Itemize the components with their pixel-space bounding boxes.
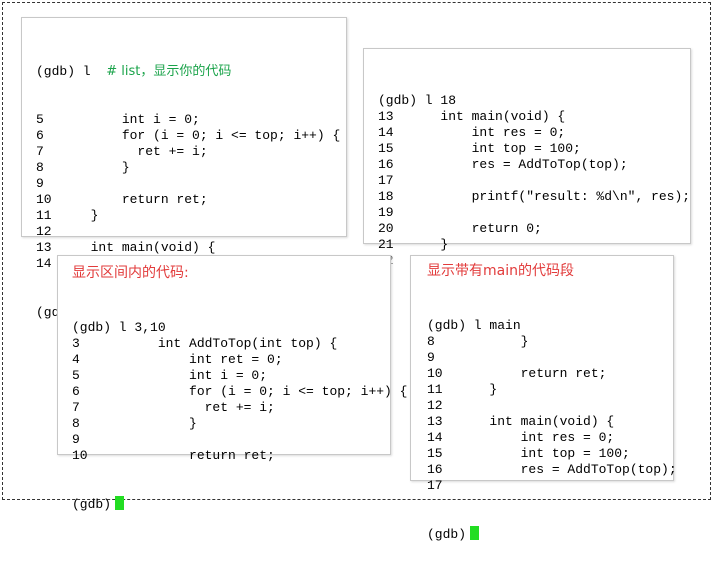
figure-frame: (gdb) l # list，显示你的代码 5 int i = 0;6 for … (2, 2, 711, 542)
cursor-icon[interactable] (115, 496, 125, 510)
gdb-prompt: (gdb) (72, 497, 112, 512)
code-line: 6 for (i = 0; i <= top; i++) { (72, 384, 408, 399)
code-line: 5 int i = 0; (72, 368, 268, 383)
code-line: 9 (427, 350, 435, 365)
code-line: 7 ret += i; (36, 144, 208, 159)
code-line: 15 int top = 100; (427, 446, 630, 461)
code-line: 13 int main(void) { (36, 240, 216, 255)
panel-caption: 显示区间内的代码: (72, 265, 189, 281)
code-line: 10 return ret; (36, 192, 208, 207)
code-block: (gdb) l # list，显示你的代码 5 int i = 0;6 for … (36, 32, 340, 352)
code-line: 16 res = AddToTop(top); (427, 462, 677, 477)
code-line: 13 int main(void) { (378, 109, 566, 124)
code-line: 10 return ret; (72, 448, 275, 463)
gdb-command: (gdb) l (36, 64, 91, 79)
code-line: 10 return ret; (427, 366, 607, 381)
gdb-prompt: (gdb) (427, 527, 467, 542)
comment-text: # list，显示你的代码 (106, 64, 232, 79)
code-line: 3 int AddToTop(int top) { (72, 336, 338, 351)
code-line: 6 for (i = 0; i <= top; i++) { (36, 128, 341, 143)
code-line: 14 int res = 0; (378, 125, 566, 140)
code-line: 14 int res = 0; (427, 430, 615, 445)
cursor-icon[interactable] (470, 526, 480, 540)
code-line: 19 (378, 205, 394, 220)
prompt-line-last: (gdb) (72, 496, 407, 512)
code-line: 9 (72, 432, 80, 447)
code-line: 15 int top = 100; (378, 141, 581, 156)
code-line: 9 (36, 176, 44, 191)
code-line: 18 printf("result: %d\n", res); (378, 189, 691, 204)
code-line: 5 int i = 0; (36, 112, 200, 127)
code-line: 12 (427, 398, 443, 413)
code-line: 11 } (36, 208, 99, 223)
panel-caption: 显示带有main的代码段 (427, 263, 574, 279)
code-line: 12 (36, 224, 52, 239)
code-line: 7 ret += i; (72, 400, 275, 415)
code-line: 20 return 0; (378, 221, 542, 236)
code-line: 21 } (378, 237, 449, 252)
code-line: 11 } (427, 382, 498, 397)
code-lines: 5 int i = 0;6 for (i = 0; i <= top; i++)… (36, 112, 340, 272)
terminal-panel-list: (gdb) l # list，显示你的代码 5 int i = 0;6 for … (21, 17, 347, 320)
code-line: (gdb) l 3,10 (72, 320, 166, 335)
code-line: 4 int ret = 0; (72, 352, 283, 367)
code-line: 8 } (427, 334, 529, 349)
code-line: 17 (427, 478, 443, 493)
code-line: (gdb) l 18 (378, 93, 457, 108)
code-line: 8 } (36, 160, 130, 175)
code-line: 16 res = AddToTop(top); (378, 157, 628, 172)
prompt-line: (gdb) l # list，显示你的代码 (36, 64, 340, 80)
code-line: 17 (378, 173, 394, 188)
code-line: 8 } (72, 416, 197, 431)
code-line: 13 int main(void) { (427, 414, 615, 429)
code-line: (gdb) l main (427, 318, 521, 333)
prompt-line-last: (gdb) (427, 526, 677, 542)
